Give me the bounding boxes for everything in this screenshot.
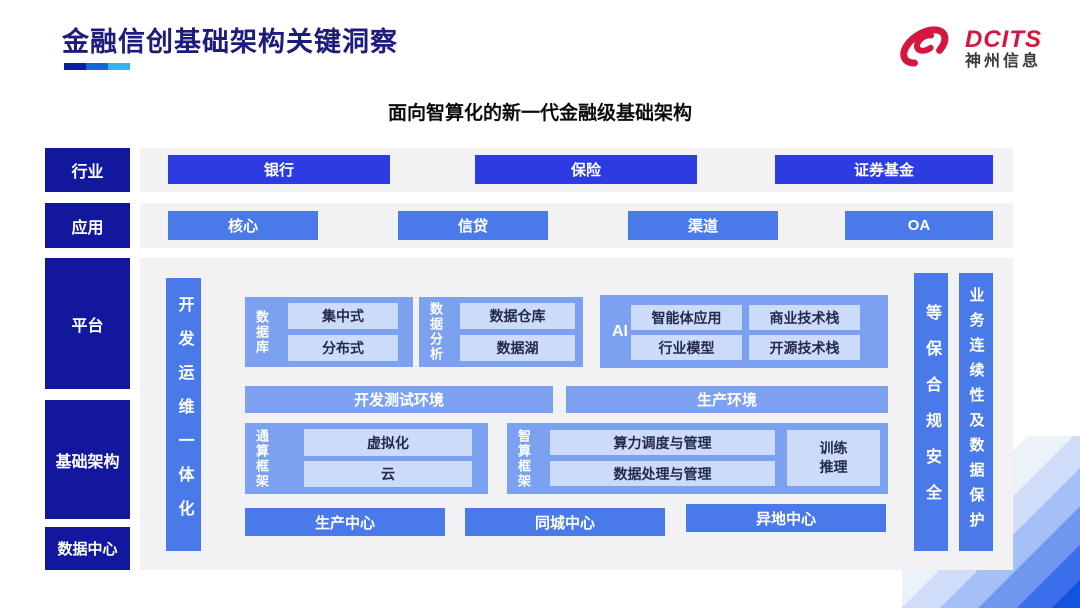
analytics-section-label: 数据分析 [428, 302, 443, 362]
general-compute-item-cloud: 云 [304, 461, 472, 487]
ai-item-commercial-stack: 商业技术栈 [749, 305, 860, 330]
business-continuity-label: 业务连续性及数据保护 [967, 287, 985, 537]
devops-vertical-bar: 开发运维一体化 [166, 278, 201, 551]
training-inference-label: 训练推理 [819, 440, 848, 475]
ai-section: AI 智能体应用 商业技术栈 行业模型 开源技术栈 [600, 295, 888, 368]
database-section-label: 数据库 [254, 309, 269, 355]
database-section: 数据库 集中式 分布式 [245, 297, 413, 367]
center-remote: 异地中心 [686, 504, 886, 532]
intelligent-compute-item-data-mgmt: 数据处理与管理 [550, 461, 775, 486]
database-item-distributed: 分布式 [288, 335, 398, 361]
rail-label-platform: 平台 [45, 258, 130, 389]
intelligent-compute-section: 智算框架 算力调度与管理 数据处理与管理 训练推理 [507, 423, 888, 494]
security-compliance-bar: 等保合规安全 [914, 273, 948, 551]
rail-label-datacenter: 数据中心 [45, 527, 130, 570]
devops-bar-label: 开发运维一体化 [175, 295, 193, 534]
application-item-credit: 信贷 [398, 211, 548, 240]
analytics-item-warehouse: 数据仓库 [460, 303, 575, 329]
center-same-city: 同城中心 [465, 508, 665, 536]
application-item-oa: OA [845, 211, 993, 240]
application-item-channel: 渠道 [628, 211, 778, 240]
logo-company-text: 神州信息 [965, 52, 1042, 70]
analytics-item-datalake: 数据湖 [460, 335, 575, 361]
underline-segment-mid [86, 63, 108, 70]
title-underline-accent [64, 63, 130, 70]
analytics-section: 数据分析 数据仓库 数据湖 [419, 297, 583, 367]
ai-item-industry-model: 行业模型 [631, 335, 742, 360]
underline-segment-dark [64, 63, 86, 70]
ai-section-label: AI [612, 322, 628, 340]
industry-item-securities-funds: 证券基金 [775, 155, 993, 184]
industry-row-strip: 银行 保险 证券基金 [140, 148, 1013, 192]
page-title: 金融信创基础架构关键洞察 [62, 27, 398, 57]
general-compute-label: 通算框架 [254, 428, 269, 489]
dcits-swirl-icon [895, 20, 957, 77]
production-environment-bar: 生产环境 [566, 386, 888, 413]
database-item-centralized: 集中式 [288, 303, 398, 329]
business-continuity-bar: 业务连续性及数据保护 [959, 273, 993, 551]
diagram-title: 面向智算化的新一代金融级基础架构 [387, 103, 692, 124]
rail-label-application: 应用 [45, 203, 130, 248]
application-row-strip: 核心 信贷 渠道 OA [140, 203, 1013, 248]
intelligent-compute-label: 智算框架 [516, 428, 531, 489]
intelligent-compute-item-scheduling: 算力调度与管理 [550, 430, 775, 455]
center-production: 生产中心 [245, 508, 445, 536]
company-logo: DCITS 神州信息 [895, 20, 1042, 77]
general-compute-item-virtualization: 虚拟化 [304, 429, 472, 456]
underline-segment-light [108, 63, 130, 70]
rail-label-industry: 行业 [45, 148, 130, 192]
intelligent-compute-training-inference: 训练推理 [787, 430, 880, 486]
industry-item-bank: 银行 [168, 155, 390, 184]
ai-item-opensource-stack: 开源技术栈 [749, 335, 860, 360]
platform-container: 开发运维一体化 数据库 集中式 分布式 数据分析 数据仓库 数据湖 AI 智能体… [140, 258, 1013, 570]
logo-brand-text: DCITS [965, 25, 1042, 53]
rail-label-infrastructure: 基础架构 [45, 400, 130, 519]
application-item-core: 核心 [168, 211, 318, 240]
dev-test-environment-bar: 开发测试环境 [245, 386, 553, 413]
security-compliance-label: 等保合规安全 [923, 304, 940, 520]
general-compute-section: 通算框架 虚拟化 云 [245, 423, 488, 494]
ai-item-agent-app: 智能体应用 [631, 305, 742, 330]
industry-item-insurance: 保险 [475, 155, 697, 184]
